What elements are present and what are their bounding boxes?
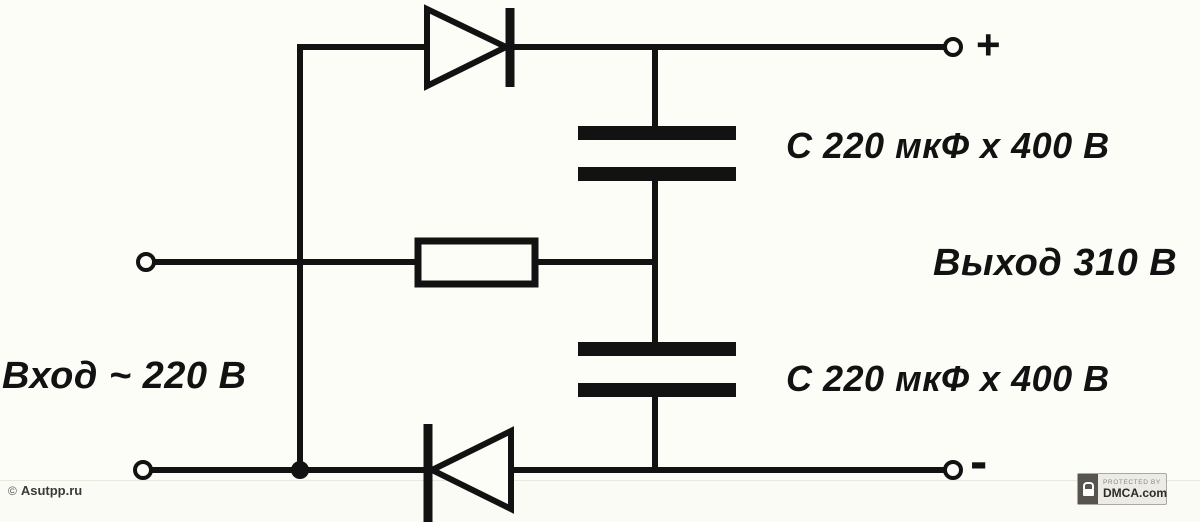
watermark-text: Asutpp.ru: [20, 483, 83, 498]
dmca-protected-by-text: PROTECTED BY: [1103, 478, 1161, 486]
output-voltage-label: Выход 310 В: [933, 242, 1178, 284]
top-capacitor-plate-b: [578, 167, 736, 181]
resistor: [414, 237, 539, 288]
top-capacitor-plate-a: [578, 126, 736, 140]
top-diode-triangle: [424, 4, 513, 91]
dmca-brand-text: DMCA.com: [1103, 485, 1168, 500]
lock-icon: [1078, 474, 1098, 504]
input-middle-terminal: [136, 252, 156, 272]
site-watermark: © Asutpp.ru: [8, 483, 82, 498]
plus-terminal-label: +: [976, 21, 1002, 68]
output-minus-terminal: [943, 460, 963, 480]
bottom-capacitor-value-label: С 220 мкФ х 400 В: [786, 358, 1110, 399]
bottom-diode-triangle: [425, 426, 514, 514]
bottom-capacitor-plate-b: [578, 383, 736, 397]
bottom-capacitor-plate-a: [578, 342, 736, 356]
input-bottom-terminal: [133, 460, 153, 480]
footer-strip: [0, 480, 1200, 522]
dmca-protection-badge[interactable]: PROTECTED BY DMCA.com: [1077, 473, 1167, 505]
minus-terminal-label: -: [970, 433, 988, 491]
copyright-icon: ©: [8, 483, 17, 498]
output-plus-terminal: [943, 37, 963, 57]
junction-dot: [291, 461, 309, 479]
input-voltage-label: Вход ~ 220 В: [2, 355, 247, 397]
top-capacitor-value-label: С 220 мкФ х 400 В: [786, 125, 1110, 166]
dmca-badge-text: PROTECTED BY DMCA.com: [1098, 474, 1167, 504]
